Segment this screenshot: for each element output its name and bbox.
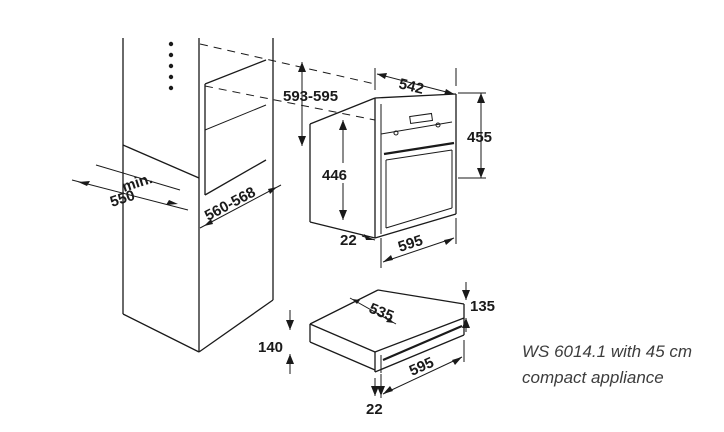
- dim-550-label: 550: [108, 187, 137, 211]
- dim-542: 542: [374, 68, 457, 98]
- dim-oven-595-label: 595: [396, 232, 425, 256]
- dim-drawer-22-label: 22: [366, 401, 383, 418]
- tall-cabinet: [122, 38, 274, 353]
- dim-535: 535: [349, 297, 397, 325]
- dim-135-label: 135: [470, 298, 495, 315]
- dim-140-label: 140: [258, 339, 283, 356]
- cabinet-dots: [168, 41, 174, 91]
- dim-drawer-22: 22: [366, 378, 385, 418]
- dim-min-550: min. 550: [71, 164, 189, 211]
- dim-593-595-label: 593-595: [283, 88, 338, 105]
- dim-oven-22: 22: [340, 232, 376, 249]
- dim-drawer-595-label: 595: [407, 354, 437, 380]
- dim-140: 140: [258, 310, 294, 374]
- warming-drawer: [309, 289, 465, 373]
- caption-line-2: compact appliance: [522, 368, 664, 387]
- oven: [309, 93, 457, 239]
- caption-line-1: WS 6014.1 with 45 cm: [522, 342, 693, 361]
- dim-542-label: 542: [397, 75, 425, 98]
- dim-oven-22-label: 22: [340, 232, 357, 249]
- dim-135: 135: [462, 282, 495, 332]
- dim-oven-595: 595: [380, 218, 457, 268]
- dim-446: 446: [318, 120, 358, 220]
- dim-446-label: 446: [322, 167, 347, 184]
- dim-455-label: 455: [467, 129, 492, 146]
- dim-560-568-label: 560-568: [202, 184, 259, 225]
- dim-drawer-595: 595: [380, 340, 465, 398]
- dim-455: 455: [458, 92, 492, 179]
- dim-593-595: 593-595: [199, 43, 376, 146]
